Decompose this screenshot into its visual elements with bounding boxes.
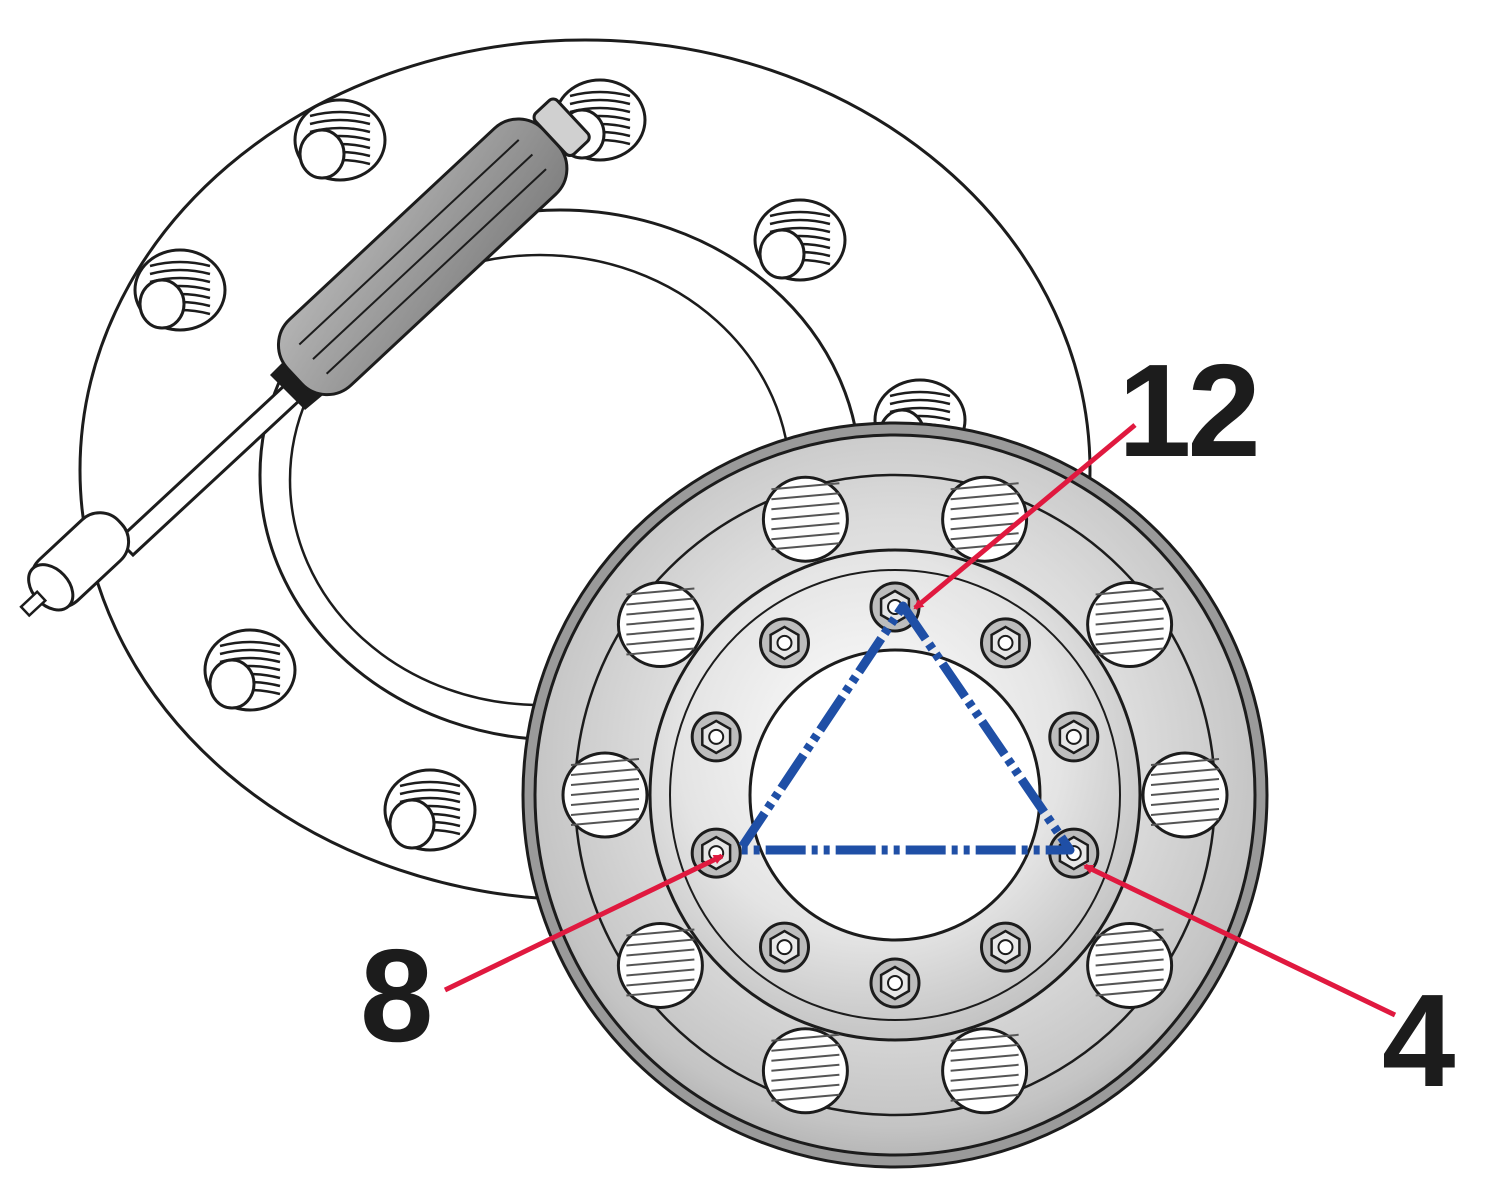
lug-nut xyxy=(980,617,1032,669)
callout-arrows xyxy=(443,423,1397,1018)
stud xyxy=(753,198,847,282)
arrow-to-nut-4 xyxy=(1083,863,1397,1018)
star-pattern-line xyxy=(735,601,1075,855)
arrow-to-nut-8 xyxy=(443,853,724,993)
arrow-to-nut-12 xyxy=(913,423,1137,610)
wheel-hand-holes xyxy=(561,475,1229,1115)
stud xyxy=(293,98,387,182)
stud xyxy=(383,768,477,852)
hand-hole xyxy=(761,1027,849,1115)
stud xyxy=(203,628,297,712)
callout-label-8: 8 xyxy=(360,922,433,1069)
lug-nut xyxy=(758,617,810,669)
lug-nut xyxy=(690,711,742,763)
tightening-pattern xyxy=(735,601,1075,855)
hand-hole xyxy=(941,1027,1029,1115)
hand-hole xyxy=(1086,921,1174,1009)
lug-nut xyxy=(758,921,810,973)
lug-nut xyxy=(690,827,742,879)
hand-hole xyxy=(616,921,704,1009)
lug-nut xyxy=(869,957,921,1009)
hand-hole xyxy=(1141,751,1229,839)
callout-label-12: 12 xyxy=(1118,337,1261,484)
wheel-center-hole xyxy=(748,648,1042,942)
hand-hole xyxy=(761,475,849,563)
hand-hole xyxy=(561,751,649,839)
hand-hole xyxy=(616,581,704,669)
lug-nut xyxy=(980,921,1032,973)
foreground-wheel xyxy=(521,421,1269,1169)
callout-label-4: 4 xyxy=(1382,967,1455,1114)
lug-nut xyxy=(1048,711,1100,763)
stud xyxy=(133,248,227,332)
hand-hole xyxy=(941,475,1029,563)
hand-hole xyxy=(1086,581,1174,669)
screwdriver-tool xyxy=(19,97,591,618)
